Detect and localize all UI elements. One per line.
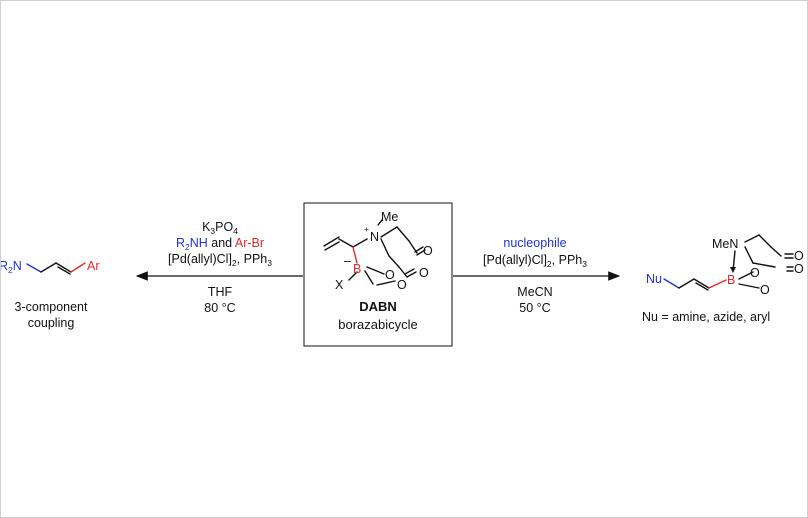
right-caption: Nu = amine, azide, aryl: [642, 310, 770, 324]
left-product-aryl: Ar: [87, 259, 100, 273]
left-caption-1: 3-component: [15, 300, 88, 314]
right-product-o3: O: [750, 266, 760, 280]
right-product-o4: O: [760, 283, 770, 297]
atom-o3: O: [385, 268, 395, 282]
atom-o4: O: [397, 278, 407, 292]
right-product-nu: Nu: [646, 272, 662, 286]
left-product-amine: R2N: [1, 259, 22, 275]
atom-x: X: [335, 278, 344, 292]
atom-me: Me: [381, 210, 398, 224]
dabn-box: [303, 202, 453, 347]
atom-b: B: [353, 262, 361, 276]
right-product-o1: O: [794, 249, 804, 263]
left-cond-solvent: THF: [208, 285, 233, 299]
right-product-o2: O: [794, 262, 804, 276]
right-product-b: B: [727, 273, 735, 287]
atom-o2: O: [419, 266, 429, 280]
compound-desc: borazabicycle: [338, 317, 418, 332]
atom-minus: –: [344, 254, 351, 268]
right-cond-catalyst: [Pd(allyl)Cl]2, PPh3: [483, 253, 587, 269]
left-cond-catalyst: [Pd(allyl)Cl]2, PPh3: [168, 252, 272, 268]
compound-name: DABN: [359, 299, 397, 314]
left-cond-temp: 80 °C: [204, 301, 235, 315]
right-cond-nucleophile: nucleophile: [503, 236, 566, 250]
atom-n: N: [370, 230, 379, 244]
right-product-structure: Nu B MeN O O O O: [646, 234, 804, 297]
right-cond-temp: 50 °C: [519, 301, 550, 315]
atom-plus: +: [364, 224, 369, 234]
left-caption-2: coupling: [28, 316, 75, 330]
right-cond-solvent: MeCN: [517, 285, 552, 299]
right-product-men: MeN: [712, 237, 738, 251]
left-product-structure: R2N Ar: [1, 259, 100, 275]
left-cond-reagents: R2NH and Ar-Br: [176, 236, 264, 252]
atom-o1: O: [423, 244, 433, 258]
left-cond-base: K3PO4: [202, 220, 238, 236]
dabn-structure: N + Me B – X O O O O: [323, 210, 433, 292]
